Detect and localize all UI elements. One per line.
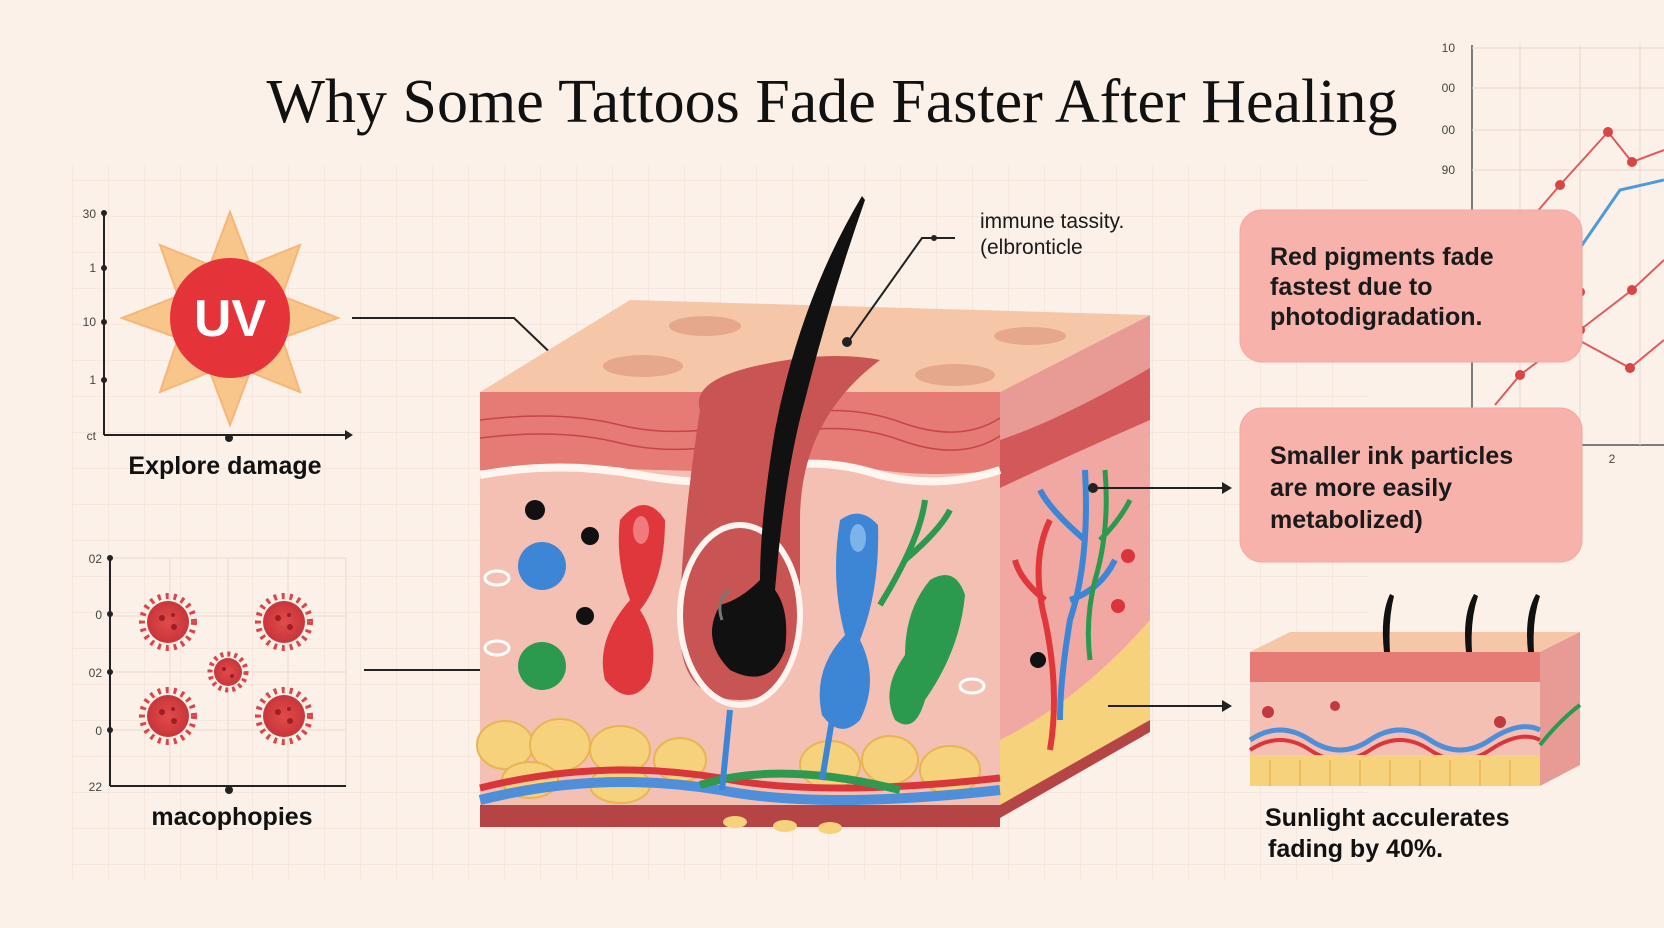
callout-ink-line3: metabolized) xyxy=(1270,506,1423,534)
immune-label-line1: immune tassity. xyxy=(980,210,1124,233)
immune-label-line2: (elbronticle xyxy=(980,236,1083,259)
macro-axis-tick: 0 xyxy=(95,724,102,738)
uv-axis-tick: 10 xyxy=(83,315,97,329)
macrophage-cell-icon xyxy=(255,687,313,745)
uv-axis-tick: 30 xyxy=(83,207,97,221)
sunlight-line2: fading by 40%. xyxy=(1268,835,1443,863)
sunlight-line1: Sunlight acculerates xyxy=(1265,804,1510,832)
macro-axis-tick: 0 xyxy=(95,608,102,622)
uv-axis-tick: 1 xyxy=(89,261,96,275)
uv-badge: UV xyxy=(194,290,267,348)
uv-axis-tick: 1 xyxy=(89,373,96,387)
macrophage-cell-icon xyxy=(139,593,197,651)
macrophage-panel: 02 0 02 0 22 macopho xyxy=(89,552,503,831)
uv-connector xyxy=(352,317,563,365)
bg-chart-tick: 00 xyxy=(1442,81,1456,95)
macrophage-cell-icon xyxy=(139,687,197,745)
callout-ink-line2: are more easily xyxy=(1270,474,1452,502)
sun-icon xyxy=(119,209,341,428)
macrophage-cell-icon xyxy=(207,651,249,693)
macro-axis-tick: 22 xyxy=(89,780,103,794)
macro-axis-tick: 02 xyxy=(89,552,103,566)
callout-red-pigments: Red pigments fade fastest due to photodi… xyxy=(1239,209,1583,363)
uv-panel: 30 1 10 1 ct UV Explore damage xyxy=(83,207,569,480)
uv-axis-tick: ct xyxy=(87,429,97,443)
callout-ink-particles: Smaller ink particles are more easily me… xyxy=(1088,407,1583,563)
immune-annotation: immune tassity. (elbronticle xyxy=(842,210,1124,347)
bg-chart-tick: 10 xyxy=(1442,41,1456,55)
ink-particles xyxy=(483,500,1135,695)
macrophage-caption: macophopies xyxy=(151,803,312,831)
small-skin-block: Sunlight acculerates fading by 40%. xyxy=(1108,594,1582,863)
bg-chart-line-blue xyxy=(1578,178,1664,249)
macro-axis-tick: 02 xyxy=(89,666,103,680)
callout-ink-line1: Smaller ink particles xyxy=(1270,442,1513,470)
skin-cross-section-diagram xyxy=(476,196,1150,834)
bg-chart-tick: 90 xyxy=(1442,163,1456,177)
callout-red-line3: photodigradation. xyxy=(1270,303,1482,331)
page-title: Why Some Tattoos Fade Faster After Heali… xyxy=(267,68,1398,136)
macrophage-cell-icon xyxy=(255,593,313,651)
uv-caption: Explore damage xyxy=(128,452,321,480)
bg-chart-tick: 00 xyxy=(1442,123,1456,137)
callout-red-line1: Red pigments fade xyxy=(1270,243,1494,271)
bg-chart-x-tick: 2 xyxy=(1609,452,1616,466)
callout-red-line2: fastest due to xyxy=(1270,273,1433,301)
